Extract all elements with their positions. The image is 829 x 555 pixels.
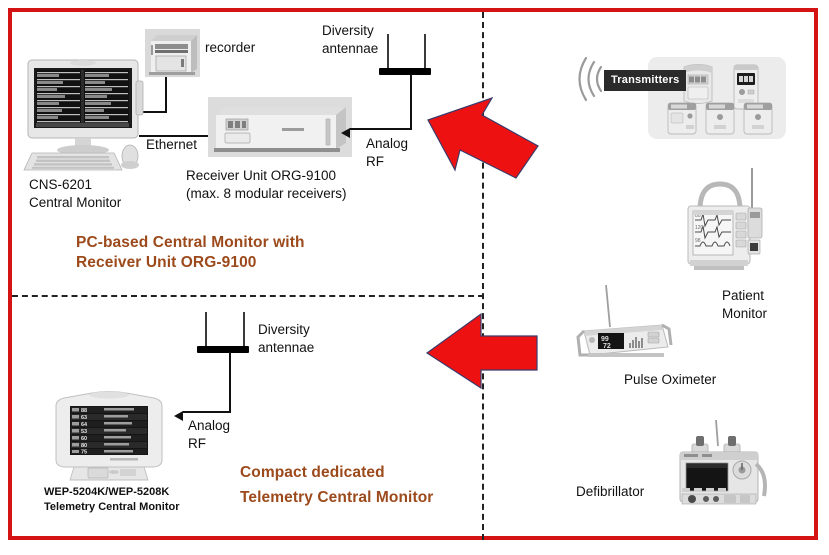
antenna-rod-left-bottom bbox=[205, 312, 207, 348]
antenna-label-bottom-line2: antennae bbox=[258, 340, 315, 355]
analog-rf-label-top-line2: RF bbox=[366, 154, 384, 169]
recorder-image bbox=[145, 29, 200, 77]
antenna-label-bottom-line1: Diversity bbox=[258, 322, 310, 337]
patient-monitor-label-line2: Monitor bbox=[722, 306, 768, 321]
analog-rf-label-bottom-line1: Analog bbox=[188, 418, 231, 433]
pulse-oximeter-image: 99 72 bbox=[572, 285, 674, 365]
svg-text:72: 72 bbox=[603, 343, 611, 350]
pulse-oximeter-label: Pulse Oximeter bbox=[624, 372, 717, 387]
central-monitor-image bbox=[18, 57, 148, 175]
antenna-rod-right-top bbox=[424, 34, 426, 70]
horizontal-divider bbox=[12, 295, 484, 297]
antenna-feed-vertical-top bbox=[410, 74, 412, 130]
bottom-section-heading-line1: Compact dedicated bbox=[240, 464, 385, 481]
svg-text:80: 80 bbox=[695, 213, 701, 219]
patient-monitor-label-line1: Patient bbox=[722, 288, 765, 303]
ethernet-label: Ethernet bbox=[146, 137, 198, 152]
svg-text:98: 98 bbox=[695, 238, 701, 244]
central-monitor-label-line1: CNS-6201 bbox=[29, 177, 93, 192]
vertical-divider bbox=[482, 12, 484, 540]
svg-text:53: 53 bbox=[81, 429, 87, 435]
antenna-rod-right-bottom bbox=[243, 312, 245, 348]
svg-text:63: 63 bbox=[81, 415, 87, 421]
recorder-label: recorder bbox=[205, 40, 256, 55]
receiver-unit-label-line1: Receiver Unit ORG-9100 bbox=[186, 168, 337, 183]
patient-monitor-image: 80 120 98 bbox=[682, 168, 764, 278]
receiver-unit-image bbox=[208, 97, 352, 157]
telemetry-monitor-label-line2: Telemetry Central Monitor bbox=[44, 501, 180, 513]
antenna-label-top-line2: antennae bbox=[322, 41, 379, 56]
transmitters-image bbox=[648, 57, 786, 139]
transmitters-badge: Transmitters bbox=[604, 70, 687, 91]
antenna-label-top-line1: Diversity bbox=[322, 23, 374, 38]
svg-text:60: 60 bbox=[81, 436, 87, 442]
antenna-feed-horizontal-bottom bbox=[183, 411, 231, 413]
telemetry-monitor-image: 88 63 64 53 60 80 75 bbox=[48, 388, 170, 482]
ethernet-wire bbox=[139, 135, 214, 137]
antenna-feed-vertical-bottom bbox=[229, 352, 231, 413]
antenna-bar-top bbox=[379, 68, 431, 75]
analog-rf-label-bottom-line2: RF bbox=[188, 436, 206, 451]
svg-text:64: 64 bbox=[81, 422, 88, 428]
telemetry-monitor-label-line1: WEP-5204K/WEP-5208K bbox=[44, 486, 170, 498]
defibrillator-label: Defibrillator bbox=[576, 484, 645, 499]
diagram-border bbox=[8, 8, 818, 540]
defibrillator-image bbox=[668, 418, 773, 513]
central-monitor-label-line2: Central Monitor bbox=[29, 195, 122, 210]
svg-text:88: 88 bbox=[81, 408, 87, 414]
svg-text:75: 75 bbox=[81, 450, 87, 456]
red-arrow-up-left bbox=[420, 88, 545, 181]
analog-rf-label-top-line1: Analog bbox=[366, 136, 409, 151]
top-section-heading-line1: PC-based Central Monitor with bbox=[76, 234, 305, 251]
red-arrow-left bbox=[423, 310, 541, 390]
recorder-wire-horizontal bbox=[139, 111, 167, 113]
svg-text:80: 80 bbox=[81, 443, 87, 449]
antenna-feed-horizontal-top bbox=[350, 128, 412, 130]
analog-rf-arrowhead-top bbox=[341, 128, 350, 138]
bottom-section-heading-line2: Telemetry Central Monitor bbox=[240, 489, 434, 506]
receiver-unit-label-line2: (max. 8 modular receivers) bbox=[186, 186, 347, 201]
antenna-bar-bottom bbox=[197, 346, 249, 353]
svg-text:120: 120 bbox=[695, 225, 704, 231]
analog-rf-arrowhead-bottom bbox=[174, 411, 183, 421]
recorder-wire-vertical bbox=[165, 77, 167, 113]
antenna-rod-left-top bbox=[387, 34, 389, 70]
top-section-heading-line2: Receiver Unit ORG-9100 bbox=[76, 254, 257, 271]
svg-text:99: 99 bbox=[601, 336, 609, 343]
